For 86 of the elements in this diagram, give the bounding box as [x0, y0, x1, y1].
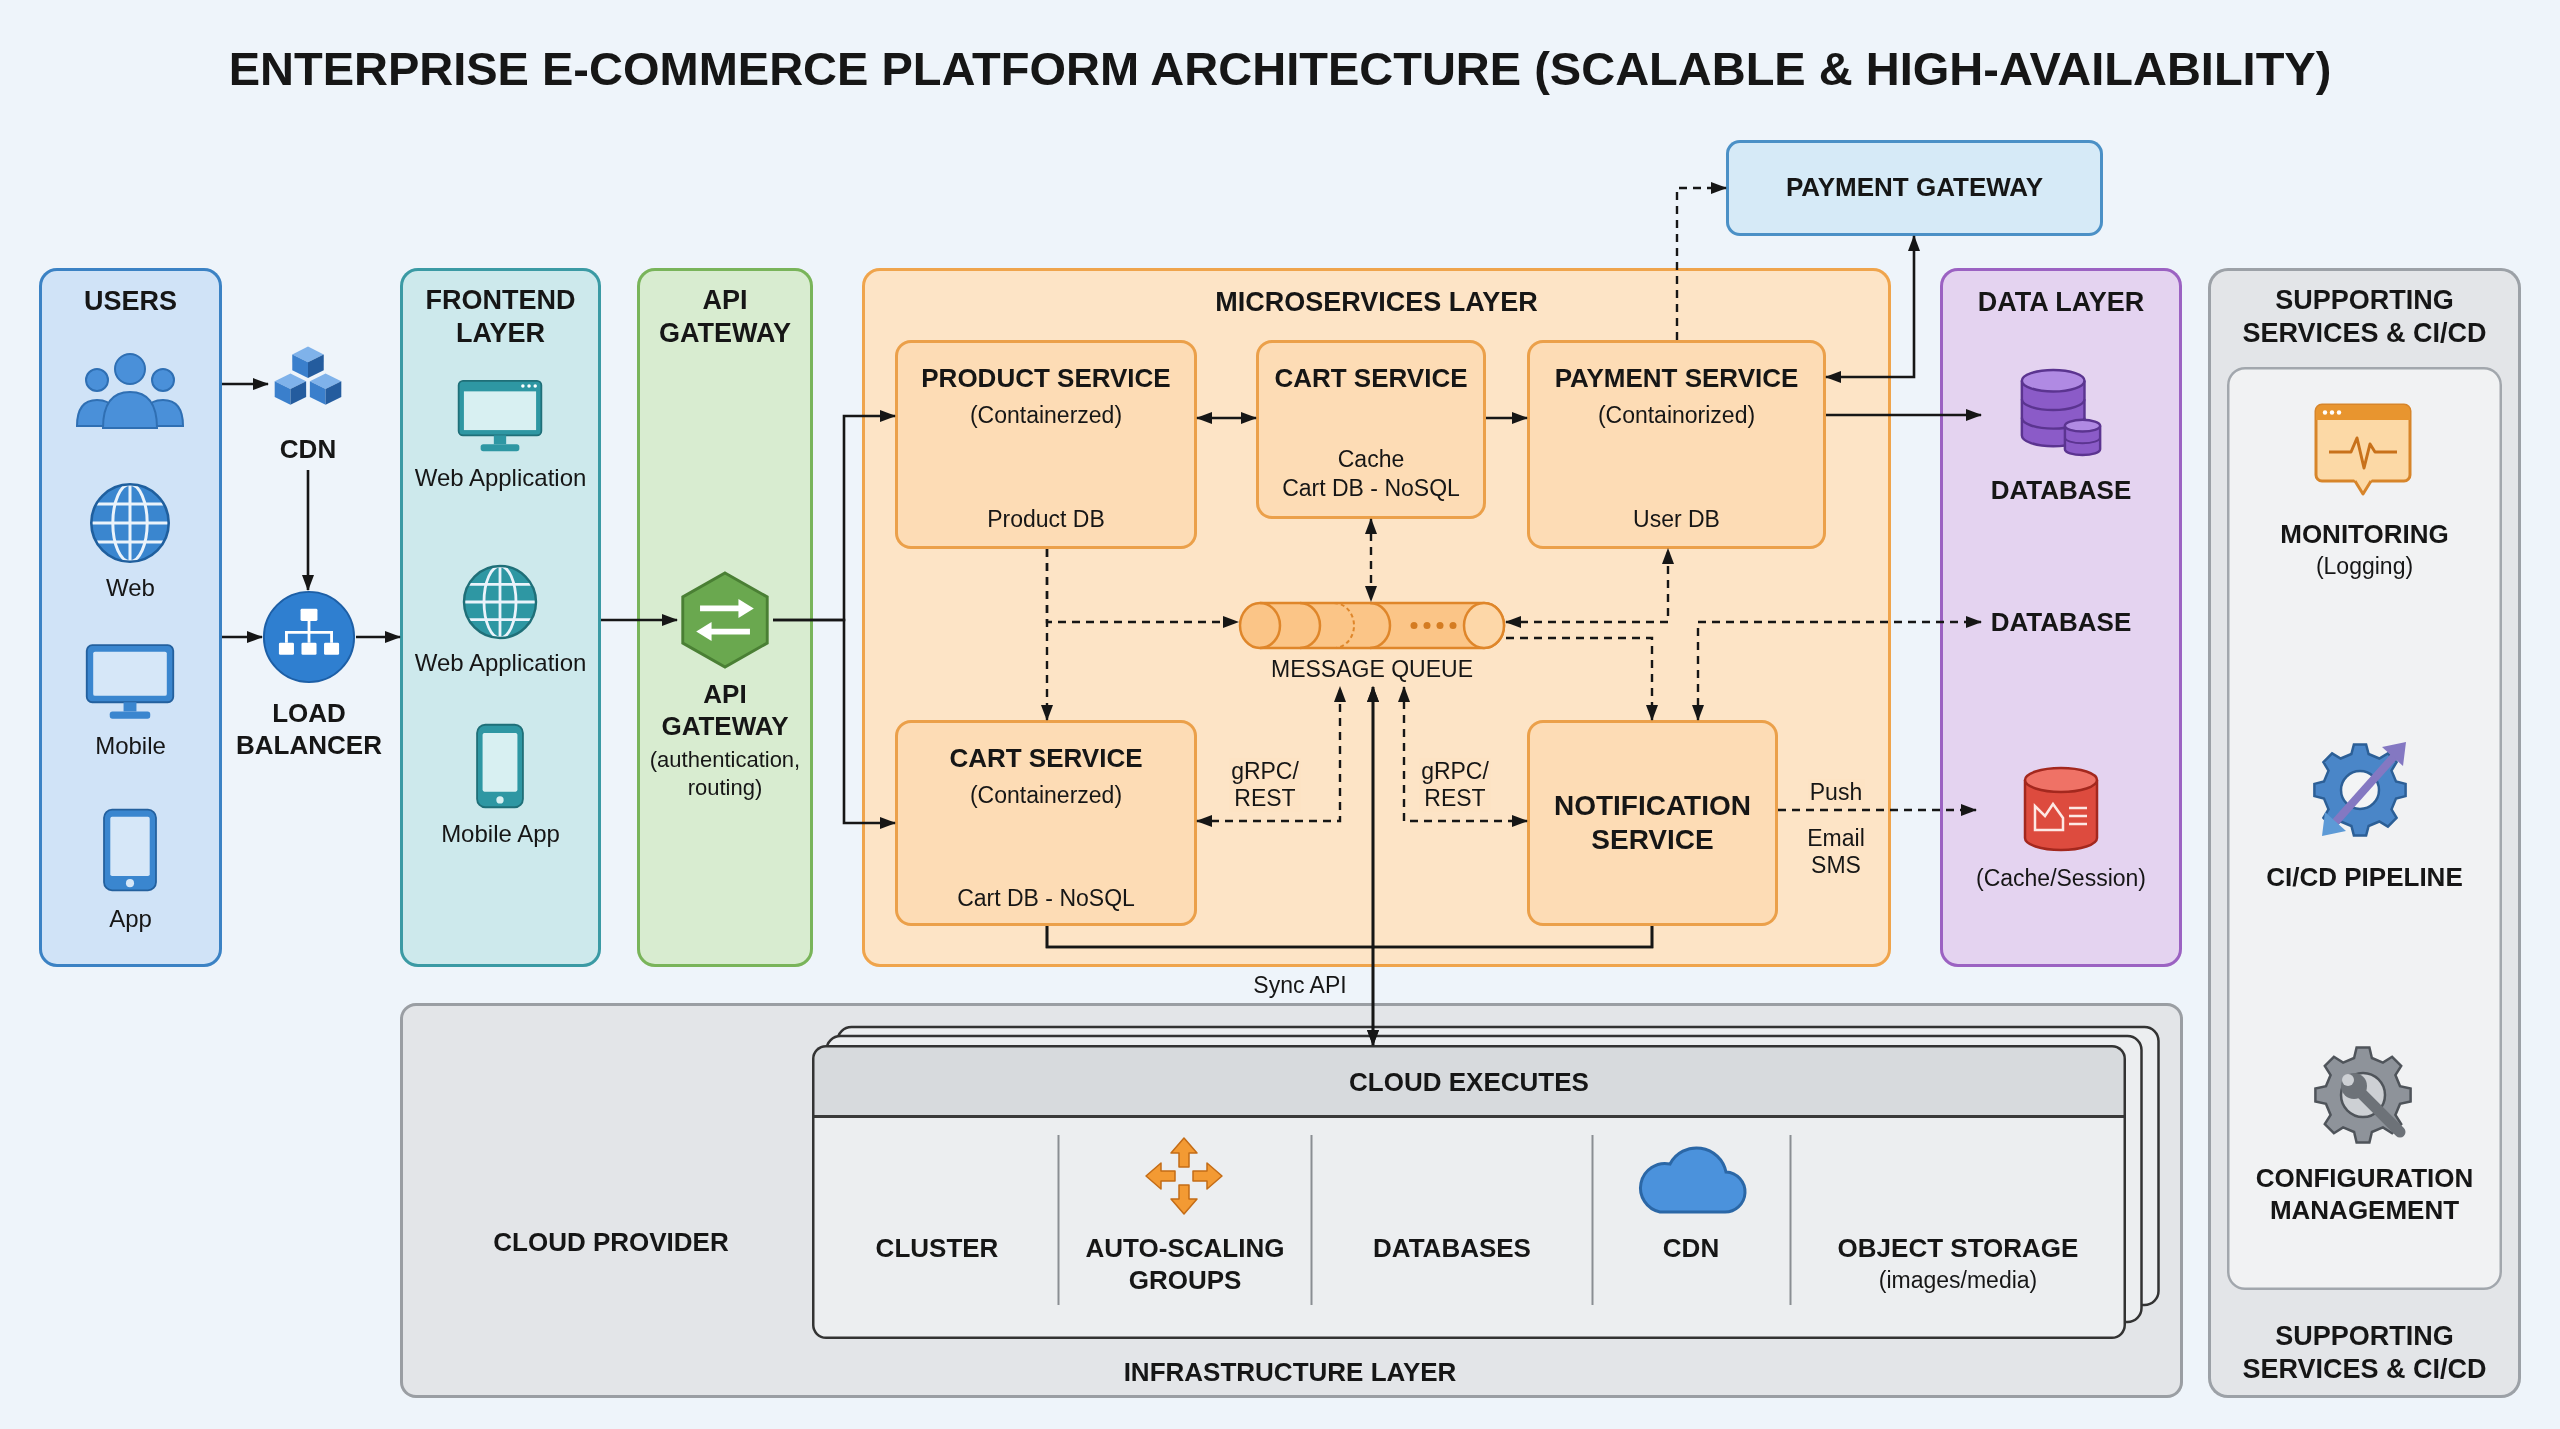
cell-title: CDN	[1661, 1232, 1721, 1264]
payment-gateway-box	[1726, 140, 2103, 236]
panel-title: API GATEWAY	[658, 284, 792, 350]
service-subtitle: (Containerzed)	[968, 401, 1124, 429]
service-title: CART SERVICE	[1273, 363, 1469, 394]
service-box	[1527, 720, 1778, 926]
band-title: CLOUD EXECUTES	[1348, 1066, 1590, 1098]
service-detail: Product DB	[986, 505, 1106, 533]
infrastructure-panel	[400, 1003, 2183, 1398]
arrow	[222, 631, 263, 643]
arrow	[1367, 686, 1654, 949]
hierarchy-icon	[262, 590, 356, 684]
dashed-double-arrow	[1196, 686, 1346, 827]
panel-title: MICROSERVICES LAYER	[1214, 286, 1539, 319]
caption-subtitle: (Logging)	[2314, 552, 2415, 580]
service-box	[1527, 340, 1826, 549]
arrow	[773, 618, 896, 829]
service-title: NOTIFICATION SERVICE	[1553, 789, 1752, 857]
cell-title: CLUSTER	[874, 1232, 1000, 1264]
arrow	[1486, 412, 1528, 424]
annotation-text: Email SMS	[1806, 825, 1866, 879]
cell-title: DATABASES	[1372, 1232, 1532, 1264]
arrow	[601, 614, 678, 626]
service-subtitle: (Containorized)	[1596, 401, 1757, 429]
double-arrow	[1825, 235, 1920, 383]
dashed-arrow	[1675, 182, 1727, 340]
dashed-double-arrow	[1692, 616, 1982, 721]
arrow	[356, 631, 401, 643]
dashed-double-arrow	[1365, 518, 1377, 602]
service-title: PRODUCT SERVICE	[920, 363, 1172, 394]
icon-caption: API GATEWAY	[660, 678, 790, 742]
service-title: PAYMENT SERVICE	[1553, 363, 1800, 394]
item-label: Web	[105, 574, 156, 602]
dashed-arrow	[1778, 804, 1977, 816]
panel-title: SUPPORTING SERVICES & CI/CD	[2241, 284, 2488, 350]
icon-caption: DATABASE	[1989, 606, 2133, 638]
icon-caption: DATABASE	[1989, 474, 2133, 506]
item-label: Web Application	[413, 649, 588, 677]
panel-title: SUPPORTING SERVICES & CI/CD	[2241, 1320, 2488, 1386]
icon-caption: CONFIGURATION MANAGEMENT	[2254, 1162, 2475, 1226]
cell-title: OBJECT STORAGE	[1836, 1232, 2080, 1264]
dashed-arrow	[1506, 636, 1658, 721]
diagram-title: ENTERPRISE E-COMMERCE PLATFORM ARCHITECTURE (SCALABLE & HIGH-AVAILABILITY)	[227, 41, 2333, 97]
dashed-double-arrow	[1505, 548, 1674, 628]
item-label: Web Application	[413, 464, 588, 492]
item-label: App	[108, 905, 153, 933]
panel-title: INFRASTRUCTURE LAYER	[1122, 1356, 1458, 1388]
inner-panel	[2227, 367, 2502, 1290]
panel-title: DATA LAYER	[1976, 286, 2146, 319]
service-box	[1256, 340, 1486, 519]
cell-title: AUTO-SCALING GROUPS	[1084, 1232, 1286, 1296]
arrow	[302, 470, 314, 591]
icon-caption: CI/CD PIPELINE	[2265, 861, 2464, 893]
icon-caption: CDN	[278, 433, 338, 465]
service-detail: Cart DB - NoSQL	[1281, 474, 1461, 502]
dashed-double-arrow	[1398, 686, 1528, 827]
supporting-panel	[2208, 268, 2521, 1398]
icon-caption: MONITORING	[2279, 518, 2450, 550]
service-detail: User DB	[1632, 505, 1721, 533]
cloud-executes-box	[812, 1045, 2126, 1339]
item-label: Mobile App	[440, 820, 561, 848]
queue-label: MESSAGE QUEUE	[1270, 655, 1474, 683]
arrow	[1826, 409, 1982, 421]
box-title: PAYMENT GATEWAY	[1784, 172, 2045, 203]
icon-caption: LOAD BALANCER	[235, 697, 383, 761]
gateway-panel	[637, 268, 813, 967]
service-box	[895, 720, 1197, 926]
service-detail: Cart DB - NoSQL	[956, 884, 1136, 912]
icon-caption: (Cache/Session)	[1975, 864, 2147, 892]
users-panel	[39, 268, 222, 967]
icon-caption: CLOUD PROVIDER	[492, 1226, 730, 1258]
service-detail: Cache	[1336, 445, 1406, 473]
item-label: Mobile	[94, 732, 167, 760]
service-title: CART SERVICE	[948, 743, 1144, 774]
microservices-panel	[862, 268, 1891, 967]
double-arrow	[1196, 412, 1257, 424]
arrow	[222, 378, 269, 390]
dashed-arrow	[1041, 549, 1053, 721]
frontend-panel	[400, 268, 601, 967]
panel-title: FRONTEND LAYER	[424, 284, 577, 350]
panel-title: USERS	[83, 285, 178, 318]
data-layer-panel	[1940, 268, 2182, 967]
caption-subtitle: (authentication, routing)	[648, 746, 802, 802]
service-box	[895, 340, 1197, 549]
cell-subtitle: (images/media)	[1877, 1266, 2039, 1294]
service-subtitle: (Containerzed)	[968, 781, 1124, 809]
